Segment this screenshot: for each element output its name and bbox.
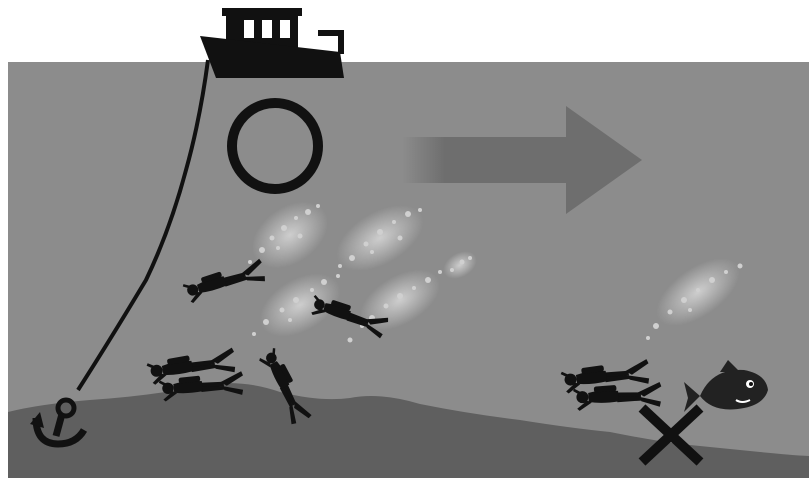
- boat-icon: [200, 8, 344, 78]
